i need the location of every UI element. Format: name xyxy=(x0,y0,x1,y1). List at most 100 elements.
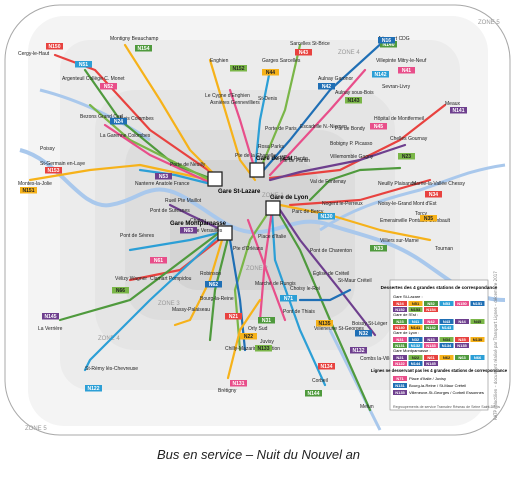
stop-label: Asnières Gennevilliers xyxy=(210,100,260,106)
stop-label: Bois Colombes xyxy=(120,116,154,122)
legend-group-title: Gare St-Lazare : xyxy=(393,294,423,299)
legend-other-desc: Place d'Italie / Juvisy xyxy=(409,376,446,381)
route-badge[interactable]: N143 xyxy=(345,97,362,104)
legend-line-label: N53 xyxy=(443,301,451,306)
hub-st-lazare-marker[interactable] xyxy=(207,171,223,187)
route-badge[interactable]: N51 xyxy=(75,61,92,68)
route-n45 xyxy=(268,143,407,182)
route-badge[interactable]: N122 xyxy=(85,385,102,392)
route-badge[interactable]: N133 xyxy=(255,345,272,352)
legend-line-badge xyxy=(470,301,485,306)
route-badge[interactable]: N135 xyxy=(316,320,333,327)
legend-line-label: N135 xyxy=(457,343,467,348)
route-badge-label: N53 xyxy=(159,174,168,180)
zone-4-label: ZONE 4 xyxy=(338,50,360,56)
legend-line-label: N145 xyxy=(426,361,436,366)
route-badge[interactable]: N24 xyxy=(110,118,127,125)
stop-label: Pte de Bondy xyxy=(335,126,366,132)
route-badge[interactable]: N154 xyxy=(135,45,152,52)
route-badge-label: N133 xyxy=(258,346,270,352)
route-badge[interactable]: N61 xyxy=(150,257,167,264)
route-badge-label: N51 xyxy=(79,62,88,68)
stop-label: Vélizy Wagner xyxy=(115,276,147,282)
legend-line-badge xyxy=(439,355,454,360)
route-badge[interactable]: N142 xyxy=(372,71,389,78)
zone-5-label-sw: ZONE 5 xyxy=(25,426,47,432)
legend-line-badge xyxy=(393,361,407,366)
hub-lyon-marker[interactable] xyxy=(265,200,281,216)
route-badge[interactable]: N35 xyxy=(420,215,437,222)
route-badge[interactable]: N16 xyxy=(378,37,395,44)
route-badge-bg xyxy=(450,107,467,114)
route-badge[interactable]: N23 xyxy=(398,153,415,160)
hub-montparnasse-marker[interactable] xyxy=(217,225,233,241)
route-n24 xyxy=(103,123,217,187)
route-badge[interactable]: N21 xyxy=(225,313,242,320)
legend-line-label: N153 xyxy=(411,307,421,312)
legend-line-label: N45 xyxy=(474,319,482,324)
zone-4-label-sw: ZONE 4 xyxy=(98,336,120,342)
route-badge[interactable]: N63 xyxy=(180,227,197,234)
route-badge[interactable]: N151 xyxy=(20,187,37,194)
stop-label: St-Germain en-Laye xyxy=(40,161,85,167)
route-badge[interactable]: N140 xyxy=(380,41,397,48)
route-badge[interactable]: N41 xyxy=(398,67,415,74)
route-badge[interactable]: N150 xyxy=(46,43,63,50)
route-badge[interactable]: N153 xyxy=(45,167,62,174)
route-badge-bg xyxy=(45,167,62,174)
stop-label: Val de Fontenay xyxy=(310,179,347,185)
route-badge[interactable]: N71 xyxy=(280,295,297,302)
legend-line-label: N33 xyxy=(427,337,435,342)
route-badge[interactable]: N31 xyxy=(258,317,275,324)
route-badge[interactable]: N34 xyxy=(425,191,442,198)
legend-line-label: N132 xyxy=(411,343,421,348)
legend-line-label: N24 xyxy=(396,301,404,306)
legend-line-label: N133 xyxy=(426,343,436,348)
route-badge[interactable]: N152 xyxy=(230,65,247,72)
legend-line-badge xyxy=(439,343,454,348)
route-badge[interactable]: N53 xyxy=(155,173,172,180)
route-badge-bg xyxy=(370,245,387,252)
route-badge[interactable]: N145 xyxy=(42,313,59,320)
hub-est-marker[interactable] xyxy=(249,162,265,178)
legend-line-label: N154 xyxy=(426,307,436,312)
route-badge[interactable]: N131 xyxy=(230,380,247,387)
legend-line-label: N66 xyxy=(474,355,482,360)
legend-line-label: N35 xyxy=(458,337,466,342)
route-badge-bg xyxy=(255,345,272,352)
route-badge[interactable]: N44 xyxy=(262,69,279,76)
route-badge[interactable]: N144 xyxy=(305,390,322,397)
route-badge[interactable]: N132 xyxy=(350,347,367,354)
legend-line-label: N131 xyxy=(395,343,405,348)
legend-line-badge xyxy=(470,337,485,342)
route-badge-label: N33 xyxy=(374,246,383,252)
route-n71 xyxy=(246,218,287,322)
legend-line-label: N130 xyxy=(473,337,483,342)
route-badge[interactable]: N33 xyxy=(370,245,387,252)
stop-label: Rueil Pte Maillot xyxy=(165,198,202,204)
legend-line-label: N41 xyxy=(412,319,420,324)
route-badge[interactable]: N130 xyxy=(318,213,335,220)
stop-label: Noisy-le-Grand Mont d'Est xyxy=(378,201,437,207)
route-badge[interactable]: N66 xyxy=(112,287,129,294)
route-n131-south xyxy=(226,298,262,380)
legend-other-badge xyxy=(393,383,407,388)
route-badge[interactable]: N141 xyxy=(450,107,467,114)
route-badge[interactable]: N62 xyxy=(205,281,222,288)
route-badge[interactable]: N134 xyxy=(318,363,335,370)
stop-label: Argenteuil Collège C. Monet xyxy=(62,76,125,82)
route-badge[interactable]: N32 xyxy=(355,330,372,337)
route-badge[interactable]: N42 xyxy=(318,83,335,90)
route-badge[interactable]: N45 xyxy=(370,123,387,130)
route-n63 xyxy=(168,203,224,232)
route-badge[interactable]: N52 xyxy=(100,83,117,90)
stop-label: Robinson xyxy=(200,271,221,277)
route-badge-label: N41 xyxy=(402,68,411,74)
stop-label: Parc de Bercy xyxy=(292,209,324,215)
route-badge[interactable]: N22 xyxy=(240,333,257,340)
route-badge-label: N144 xyxy=(308,391,320,397)
zone-1-label: ZONE 1 xyxy=(262,193,284,199)
route-badge[interactable]: N43 xyxy=(295,49,312,56)
legend-line-badge xyxy=(393,301,407,306)
